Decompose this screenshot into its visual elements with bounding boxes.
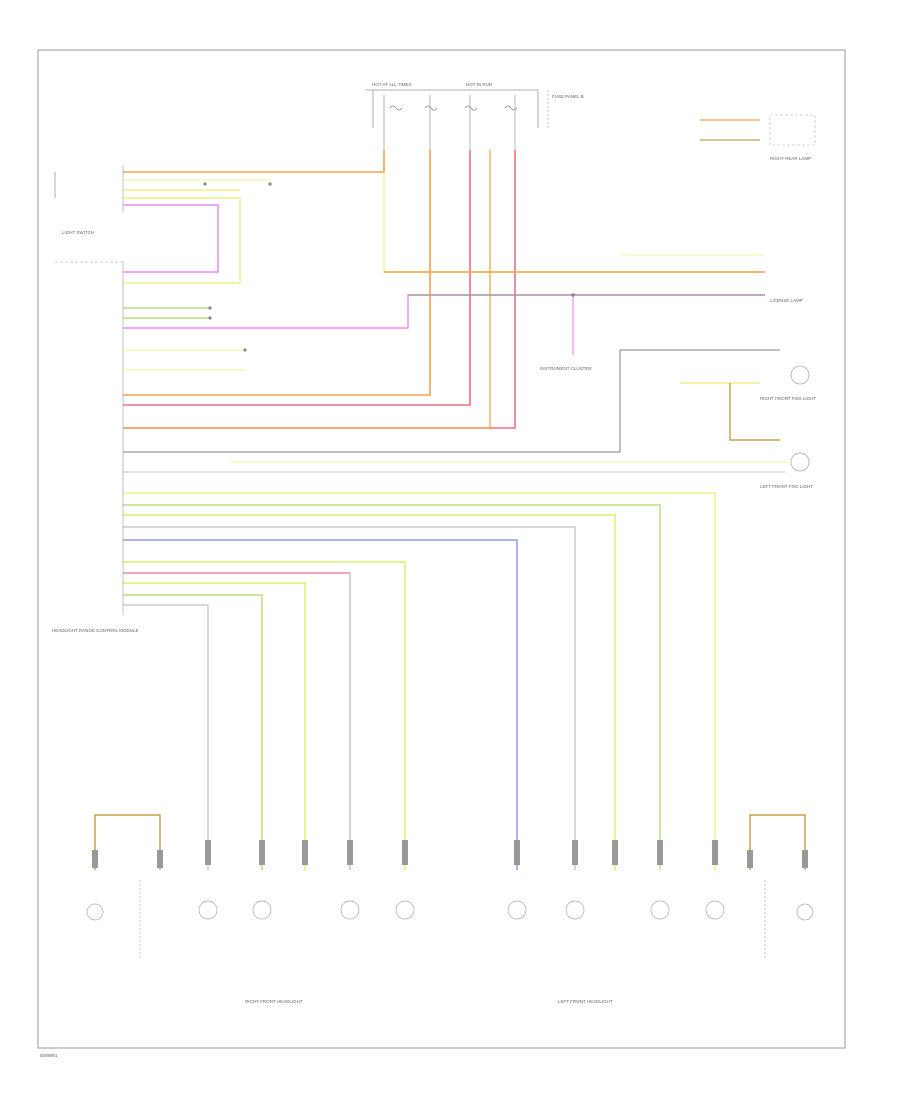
right-rear-lamp-label: RIGHT REAR LAMP: [770, 156, 811, 161]
right-rear-circuit: RIGHT FRONT FOG LIGHT: [123, 349, 816, 453]
left-front-fog-label: LEFT FRONT FOG LIGHT: [760, 484, 813, 489]
connector-pins: [92, 840, 808, 868]
fuse-feed-wires: [123, 150, 765, 429]
license-lamp-label: LICENSE LAMP: [770, 298, 803, 303]
diagram-frame: [37, 49, 846, 1049]
hot-in-run-label: HOT IN RUN: [466, 82, 492, 87]
light-switch-label: LIGHT SWITCH: [62, 230, 94, 235]
instrument-cluster-label: INSTRUMENT CLUSTER: [540, 366, 592, 371]
left-rear-circuit: LEFT FRONT FOG LIGHT: [123, 452, 813, 489]
right-front-headlight-label: RIGHT FRONT HEADLIGHT: [245, 999, 303, 1004]
hot-at-all-times-label: HOT AT ALL TIMES: [372, 82, 412, 87]
headlight-components: [139, 880, 766, 960]
headlight-control-label: HEADLIGHT RANGE CONTROL MODULE: [52, 628, 139, 633]
fuse-panel-label: FUSE PANEL B: [552, 94, 584, 99]
left-rear-bulb-right: [749, 814, 814, 921]
left-front-headlight-label: LEFT FRONT HEADLIGHT: [558, 999, 613, 1004]
right-rear-bulb-left: [86, 814, 161, 921]
fuse-panel: HOT AT ALL TIMES HOT IN RUN FUSE PANEL B: [365, 82, 584, 150]
switch-wires: [123, 179, 270, 284]
pink-wire-cluster: [123, 294, 765, 329]
footer-code: 5009901: [40, 1053, 58, 1058]
right-rear-lamp: RIGHT REAR LAMP: [620, 114, 816, 256]
headlight-bundle: [123, 492, 716, 870]
light-switch: LIGHT SWITCH: [54, 165, 124, 263]
right-front-fog-label: RIGHT FRONT FOG LIGHT: [760, 396, 816, 401]
switch-green-wires: [123, 307, 245, 371]
